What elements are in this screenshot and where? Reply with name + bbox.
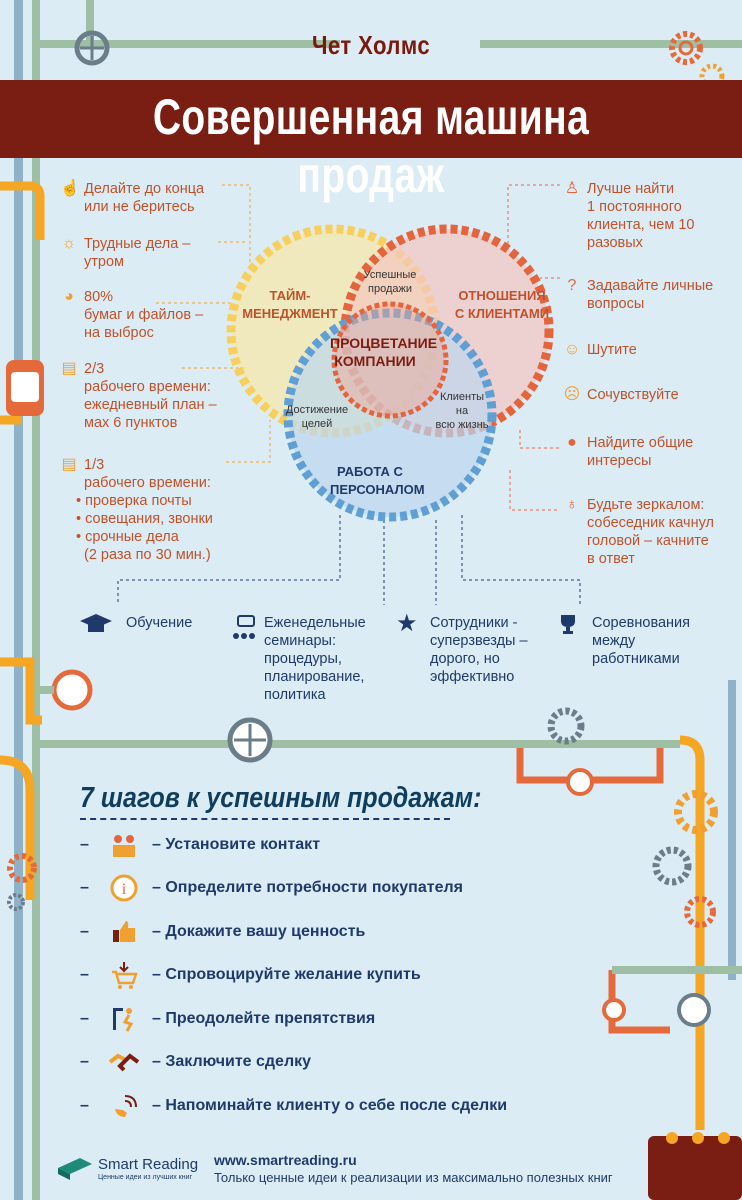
info-icon: i: [106, 873, 142, 903]
venn-center: [331, 301, 449, 419]
staff-item-1: Обучение: [126, 615, 193, 631]
time-tip-2: ☼ Трудные дела –утром: [61, 235, 191, 270]
gauge-icon: [51, 669, 93, 711]
step-6: – Заключите сделку: [80, 1047, 311, 1077]
contact-icon: [106, 830, 142, 860]
title-banner: [0, 80, 742, 158]
mirror-icon: ♁: [566, 496, 578, 513]
step-2: – i Определите потребности покупателя: [80, 873, 463, 903]
bar-icon: ▤: [61, 456, 77, 473]
svg-text:i: i: [122, 881, 127, 898]
step-4: – Спровоцируйте желание купить: [80, 960, 421, 990]
pie-icon: ◕: [64, 288, 74, 305]
gear-icon: [674, 790, 718, 834]
hurdle-icon: [106, 1004, 142, 1034]
client-tip-3: ☺ Шутите: [563, 341, 637, 358]
venn-circle-staff: [283, 308, 497, 522]
smart-reading-logo[interactable]: Smart Reading Ценные идеи из лучших книг: [56, 1152, 206, 1188]
phone-icon: [106, 1091, 142, 1121]
hand-icon: ☝: [60, 180, 80, 197]
gear-icon: [7, 893, 25, 911]
venn-diagram: [226, 224, 554, 522]
bar-icon: ▤: [61, 360, 77, 377]
gauge-icon: [566, 768, 594, 796]
graduation-cap-icon: [78, 612, 114, 636]
step-1: – Установите контакт: [80, 830, 320, 860]
book-logo-icon: [58, 1158, 92, 1180]
cart-icon: [106, 960, 142, 990]
chat-icon: ●: [567, 434, 577, 451]
brand-tagline: Ценные идеи из лучших книг: [98, 1174, 193, 1181]
venn-label-time: ТАЙМ-МЕНЕДЖМЕНТ: [242, 288, 338, 321]
question-icon: ?: [567, 277, 577, 294]
machine-icon: [648, 1136, 742, 1200]
seminar-icon: [228, 612, 258, 642]
sad-icon: ☹: [563, 386, 581, 403]
gear-icon: [652, 846, 692, 886]
valve-icon: [74, 30, 110, 66]
footer-tagline: Только ценные идеи к реализации из макси…: [214, 1170, 613, 1185]
gear-icon: [547, 707, 585, 745]
steps-title: 7 шагов к успешным продажам:: [80, 782, 482, 814]
gear-icon: [7, 853, 37, 883]
brand-name: Smart Reading: [98, 1156, 199, 1173]
handshake-icon: [106, 1047, 142, 1077]
sun-icon: ☼: [61, 235, 77, 252]
site-link[interactable]: www.smartreading.ru: [214, 1152, 357, 1168]
step-5: – Преодолейте препятствия: [80, 1004, 375, 1034]
thumbs-up-icon: [106, 917, 142, 947]
author-name: Чет Холмс: [311, 30, 431, 60]
time-tip-3: ◕ 80%бумаг и файлов –на выброс: [64, 288, 203, 342]
pipe-left-outer: [14, 0, 23, 1200]
steps-divider: [80, 818, 450, 822]
smile-icon: ☺: [563, 341, 581, 358]
pipe-left-inner: [32, 0, 40, 1200]
person-icon: ♙: [564, 180, 580, 197]
gear-icon: [699, 63, 725, 89]
page-title: Совершенная машина продаж: [152, 89, 590, 203]
star-icon: ★: [396, 610, 418, 637]
valve-icon: [677, 993, 711, 1027]
step-7: – Напоминайте клиенту о себе после сделк…: [80, 1091, 507, 1121]
trophy-icon: [556, 612, 580, 636]
step-3: – Докажите вашу ценность: [80, 917, 365, 947]
gear-icon: [669, 31, 703, 65]
gear-icon: [684, 896, 716, 928]
client-tip-4: ☹ Сочувствуйте: [563, 386, 679, 403]
